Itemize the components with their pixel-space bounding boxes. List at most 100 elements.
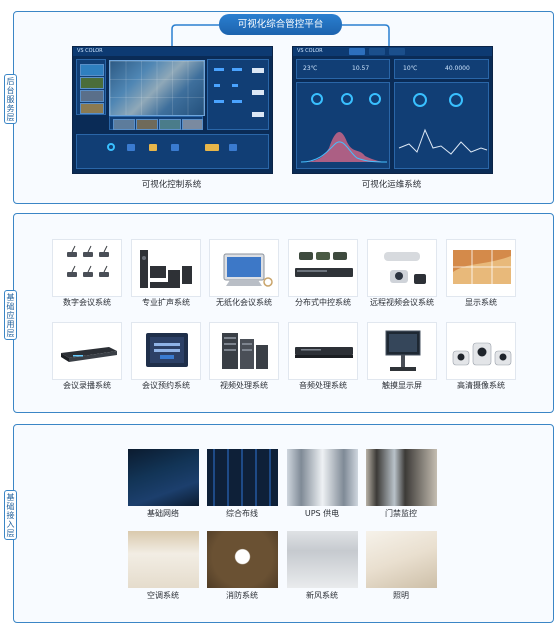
application-label: 音频处理系统	[299, 381, 347, 390]
access-label: 基础网络	[147, 509, 179, 518]
ops-env-readouts-left: 23℃ 10.57	[296, 59, 390, 79]
fresh-air-vent-photo	[287, 531, 358, 588]
application-card	[288, 322, 358, 380]
application-label: 触摸显示屏	[382, 381, 422, 390]
access-label: 综合布线	[226, 509, 258, 518]
preview-thumbnail	[136, 119, 158, 130]
application-label: 显示系统	[465, 298, 497, 307]
gauge-icon	[369, 93, 381, 105]
video-processor-rack-icon	[222, 333, 268, 369]
preview-thumbnail	[182, 119, 203, 130]
ops-tab	[389, 48, 405, 55]
application-card	[446, 322, 516, 380]
hd-camera-icon	[452, 342, 512, 366]
temperature-readout: 23℃	[303, 65, 318, 72]
ceiling-lighting-photo	[366, 531, 437, 588]
basic-access-layer	[13, 424, 554, 623]
dashboard-left-panel	[76, 59, 106, 115]
application-label: 无纸化会议系统	[216, 298, 272, 307]
dashboard-thumbnail-strip	[109, 116, 203, 130]
dashboard-control-panel	[207, 59, 269, 130]
visual-control-caption: 可视化控制系统	[141, 180, 202, 190]
application-label: 远程视频会议系统	[370, 298, 434, 307]
booking-panel-icon	[146, 333, 188, 367]
application-card	[367, 322, 437, 380]
ops-topbar: VS COLOR	[293, 47, 492, 56]
video-conference-terminal-icon	[384, 252, 426, 284]
basic-access-layer-label: 基础接入层	[4, 490, 17, 540]
application-card	[288, 239, 358, 297]
access-control-door-photo	[366, 449, 437, 506]
camera-thumbnail	[80, 77, 104, 89]
ops-line-chart	[398, 128, 488, 155]
access-label: 新风系统	[306, 591, 338, 600]
conference-microphones-icon	[67, 245, 109, 277]
gauge-icon	[449, 93, 463, 107]
application-card	[446, 239, 516, 297]
access-label: 门禁监控	[385, 509, 417, 518]
application-label: 视频处理系统	[220, 381, 268, 390]
access-label: 照明	[393, 591, 409, 600]
control-button	[252, 112, 264, 117]
application-card	[209, 322, 279, 380]
control-slider	[214, 84, 220, 87]
device-icon	[229, 144, 237, 151]
dashboard-brand: VS COLOR	[77, 48, 103, 54]
backend-service-layer-label: 后台服务层	[4, 74, 17, 124]
smoke-detector-photo	[207, 531, 278, 588]
preview-thumbnail	[113, 119, 135, 130]
ops-env-readouts-right: 10℃ 40.0000	[394, 59, 489, 79]
basic-application-layer-label: 基础应用层	[4, 290, 17, 340]
ops-left-panel	[296, 82, 390, 169]
device-icon	[149, 144, 157, 151]
control-button	[252, 68, 264, 73]
application-card	[52, 322, 122, 380]
temperature-readout: 10℃	[403, 65, 418, 72]
camera-thumbnail	[80, 103, 104, 114]
touch-screen-stand-icon	[385, 330, 421, 371]
application-card	[209, 239, 279, 297]
device-status-icon	[107, 143, 115, 151]
device-icon	[171, 144, 179, 151]
camera-thumbnail	[80, 64, 104, 76]
gauge-icon	[413, 93, 427, 107]
ops-area-chart	[300, 131, 388, 163]
application-label: 高清摄像系统	[457, 381, 505, 390]
dashboard-device-bar	[76, 134, 269, 169]
preview-thumbnail	[159, 119, 181, 130]
ups-power-room-photo	[287, 449, 358, 506]
platform-connector-lines	[171, 24, 390, 46]
gauge-icon	[341, 93, 353, 105]
metric-readout: 40.0000	[445, 65, 470, 72]
control-slider	[232, 84, 238, 87]
ops-brand: VS COLOR	[297, 48, 323, 54]
control-slider	[232, 68, 242, 71]
control-slider	[214, 100, 224, 103]
video-wall-icon	[453, 250, 511, 284]
visual-control-dashboard: VS COLOR	[72, 46, 273, 174]
access-label: 空调系统	[147, 591, 179, 600]
application-label: 数字会议系统	[63, 298, 111, 307]
application-label: 专业扩声系统	[142, 298, 190, 307]
server-cabling-photo	[207, 449, 278, 506]
application-label: 分布式中控系统	[295, 298, 351, 307]
recording-server-icon	[61, 347, 117, 362]
access-label: 消防系统	[226, 591, 258, 600]
visual-ops-caption: 可视化运维系统	[361, 180, 422, 190]
device-icon	[127, 144, 135, 151]
access-label: UPS 供电	[304, 509, 340, 518]
dashboard-map	[109, 60, 205, 116]
visual-ops-dashboard: VS COLOR 23℃ 10.57 10℃ 40.0000	[292, 46, 493, 174]
metric-readout: 10.57	[352, 65, 370, 72]
control-slider	[214, 68, 224, 71]
control-button	[252, 90, 264, 95]
dashboard-topbar: VS COLOR	[73, 47, 272, 56]
control-hardware-icon	[295, 252, 353, 277]
speaker-system-icon	[140, 250, 192, 288]
control-slider	[232, 100, 242, 103]
ops-tab	[369, 48, 385, 55]
ops-tab	[349, 48, 365, 55]
ceiling-ac-photo	[128, 531, 199, 588]
application-label: 会议录播系统	[63, 381, 111, 390]
paperless-terminal-icon	[223, 253, 273, 287]
